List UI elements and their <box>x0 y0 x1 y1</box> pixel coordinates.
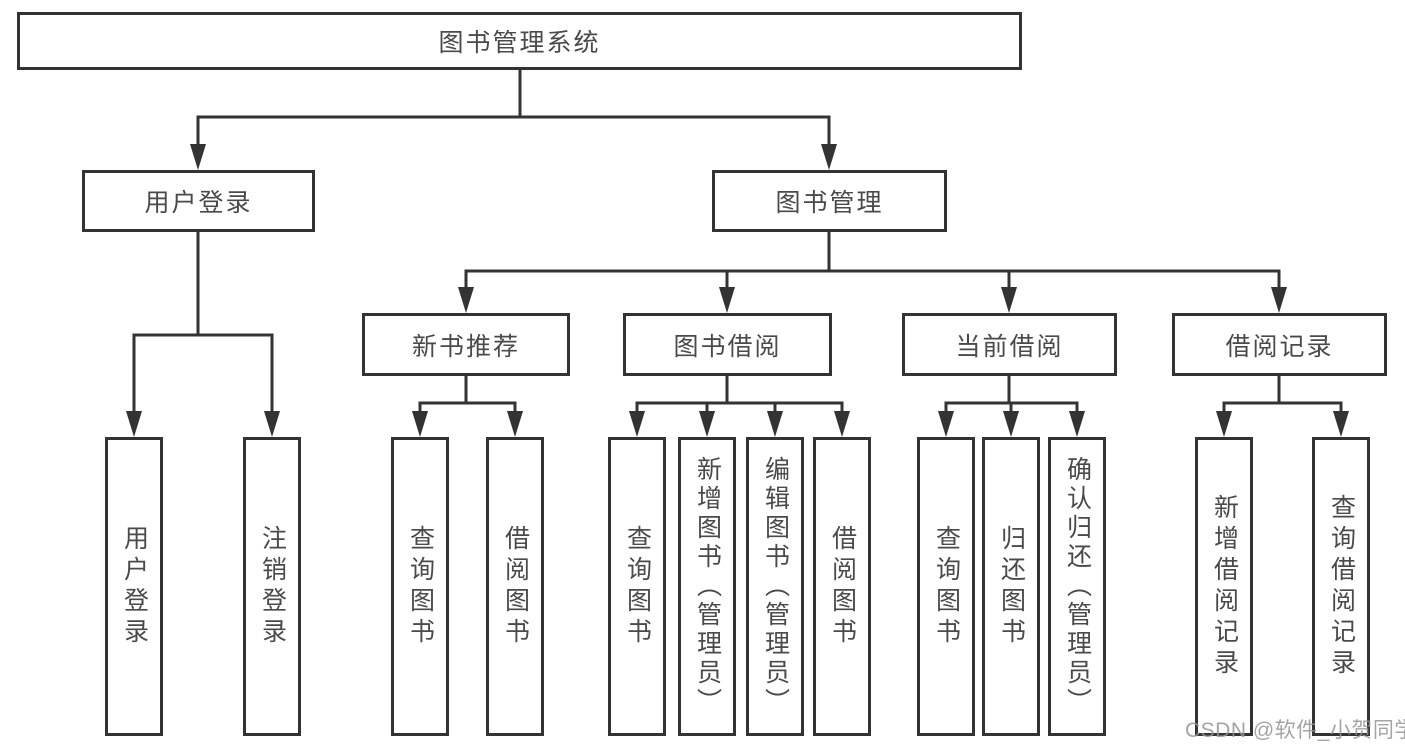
node-label: 图书管理 <box>775 189 884 217</box>
connector-user-login-to-leaves <box>132 232 274 416</box>
node-label: 当前借阅 <box>955 332 1064 361</box>
leaf-query-books-current: 查询图书 <box>917 437 975 736</box>
node-label: 查询图书 <box>623 524 652 649</box>
leaf-add-books-admin: 新增图书（管理员） <box>678 437 736 736</box>
node-label: 编辑图书（管理员） <box>761 456 790 717</box>
leaf-query-borrow-record: 查询借阅记录 <box>1312 437 1370 736</box>
arrowheads <box>126 144 1349 437</box>
node-label: 归还图书 <box>997 524 1026 649</box>
csdn-watermark: CSDN @软件_小贺同学 <box>1185 719 1405 742</box>
leaf-query-books-recommend: 查询图书 <box>391 437 449 736</box>
leaf-borrow-books-recommend: 借阅图书 <box>486 437 544 736</box>
leaf-user-login: 用户登录 <box>105 437 163 736</box>
connector-book-borrowing-to-leaves <box>635 376 844 416</box>
node-label: 图书管理系统 <box>438 29 601 57</box>
node-label: 新增图书（管理员） <box>693 456 722 717</box>
node-label: 图书借阅 <box>673 332 782 361</box>
node-label: 借阅图书 <box>501 524 530 649</box>
node-new-book-recommendation: 新书推荐 <box>362 313 570 376</box>
node-borrowing-records: 借阅记录 <box>1172 313 1387 376</box>
node-book-management: 图书管理 <box>712 170 947 232</box>
connector-current-borrowing-to-leaves <box>944 376 1079 416</box>
node-label: 查询图书 <box>932 524 961 649</box>
node-user-login: 用户登录 <box>82 170 315 232</box>
leaf-edit-books-admin: 编辑图书（管理员） <box>746 437 804 736</box>
connector-root-to-level2 <box>196 70 831 150</box>
node-label: 确认归还（管理员） <box>1063 456 1092 717</box>
node-label: 新增借阅记录 <box>1210 493 1239 680</box>
node-label: 新书推荐 <box>411 332 520 361</box>
node-current-borrowing: 当前借阅 <box>902 313 1117 376</box>
node-label: 借阅图书 <box>828 524 857 649</box>
node-label: 用户登录 <box>120 524 149 649</box>
node-label: 查询图书 <box>406 524 435 649</box>
node-label: 查询借阅记录 <box>1327 493 1356 680</box>
connector-book-management-to-level3 <box>464 232 1281 293</box>
leaf-logout: 注销登录 <box>243 437 301 736</box>
connector-new-book-recommendation-to-leaves <box>418 376 517 416</box>
node-label: 注销登录 <box>258 524 287 649</box>
leaf-add-borrow-record: 新增借阅记录 <box>1195 437 1253 736</box>
node-label: 用户登录 <box>144 189 253 217</box>
leaf-borrow-books-borrowing: 借阅图书 <box>813 437 871 736</box>
leaf-query-books-borrowing: 查询图书 <box>608 437 666 736</box>
node-library-management-system: 图书管理系统 <box>17 12 1022 70</box>
leaf-confirm-return-admin: 确认归还（管理员） <box>1048 437 1106 736</box>
node-book-borrowing: 图书借阅 <box>623 313 832 376</box>
leaf-return-books: 归还图书 <box>982 437 1040 736</box>
node-label: 借阅记录 <box>1225 332 1334 361</box>
connector-borrowing-records-to-leaves <box>1222 376 1343 416</box>
